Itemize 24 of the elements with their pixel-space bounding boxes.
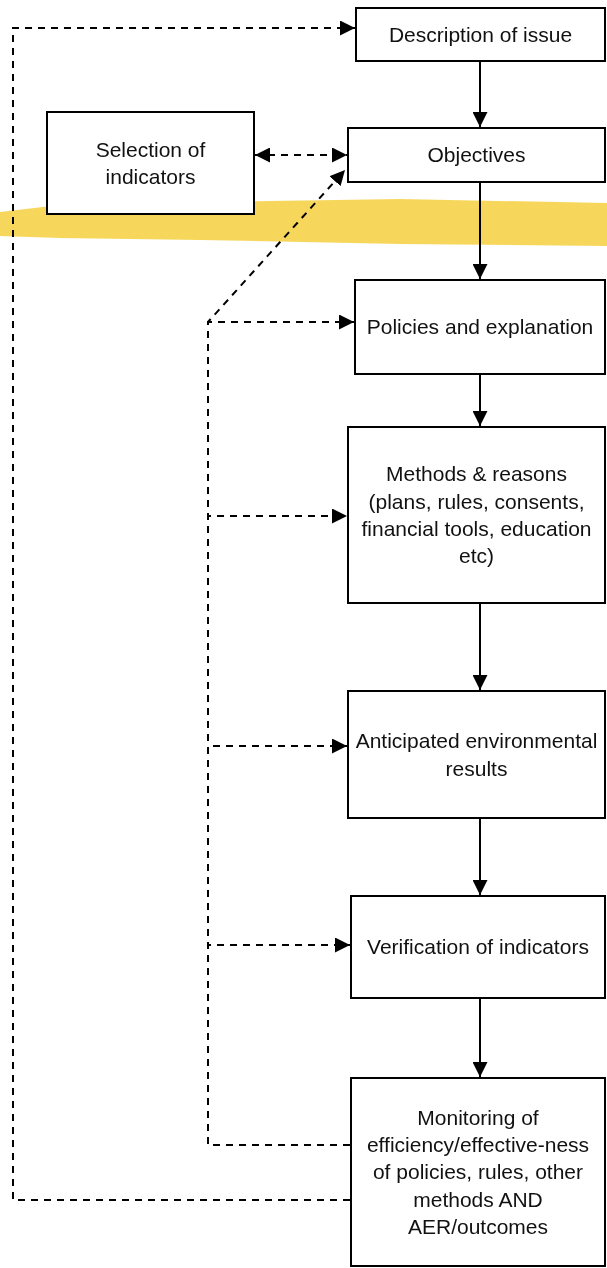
process-box [355, 7, 606, 62]
process-box [350, 1077, 606, 1267]
arrow [472, 998, 488, 1078]
process-box [347, 426, 606, 604]
box-label: Selection of indicators [94, 136, 207, 190]
arrow [472, 182, 488, 280]
arrow [12, 20, 356, 1201]
process-box [350, 895, 606, 999]
arrow [472, 61, 488, 128]
arrow [254, 147, 348, 163]
process-box [347, 690, 606, 819]
process-box [46, 111, 255, 215]
process-box [347, 127, 606, 183]
box-label: Methods & reasons (plans, rules, consents, financial tools, education etc) [360, 461, 593, 570]
box-label: Verification of indicators [367, 934, 589, 961]
box-label: Anticipated environmental results [355, 728, 598, 782]
box-label: Description of issue [388, 21, 573, 48]
arrow [472, 818, 488, 896]
process-box [354, 279, 606, 375]
box-label: Policies and explanation [366, 314, 594, 341]
arrow [472, 374, 488, 427]
arrow [472, 603, 488, 691]
box-label: Objectives [427, 142, 526, 169]
box-label: Monitoring of efficiency/effective-ness of policies, rules, other methods AND AER/outcomes [365, 1104, 591, 1240]
